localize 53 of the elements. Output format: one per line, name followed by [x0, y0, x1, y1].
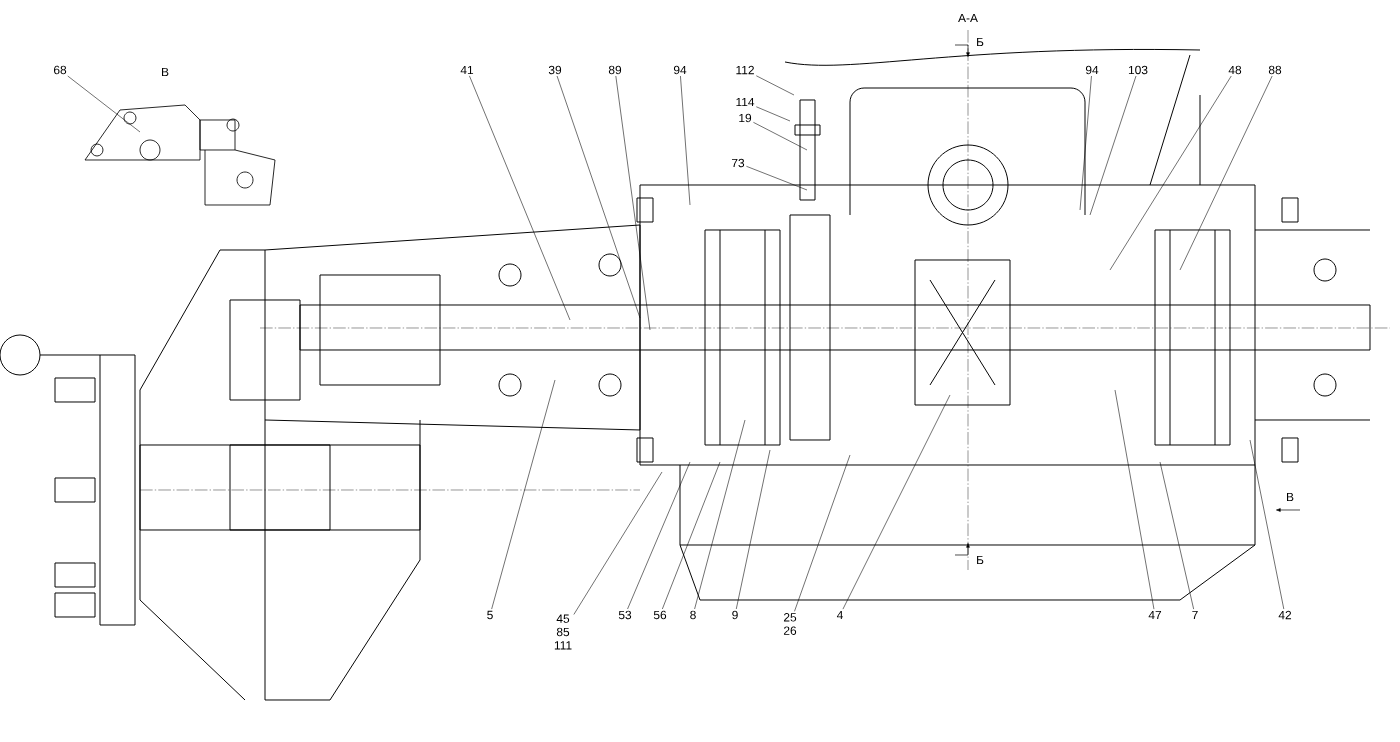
leader-line	[1114, 389, 1155, 610]
leader-line	[1179, 75, 1273, 271]
callout-number: 5	[487, 610, 493, 620]
callout-number: 53	[618, 610, 632, 620]
callout-number: 45 85 111	[554, 614, 572, 650]
leader-line	[556, 75, 641, 319]
leader-line	[842, 394, 951, 610]
callout-number: 56	[653, 610, 667, 620]
callout-number: 41	[460, 65, 474, 75]
view-label: В	[1287, 492, 1294, 502]
callout-number: 88	[1268, 65, 1282, 75]
callout-number: 89	[608, 65, 622, 75]
callout-number: 114	[736, 97, 755, 107]
leader-line	[573, 471, 663, 615]
callout-number: 8	[690, 610, 696, 620]
callout-number: 47	[1148, 610, 1162, 620]
callout-number: 48	[1228, 65, 1242, 75]
leader-line	[736, 449, 771, 610]
view-label: В	[162, 67, 169, 77]
leader-line	[1079, 75, 1092, 211]
callout-number: 7	[1192, 610, 1198, 620]
leader-line	[469, 75, 571, 321]
callout-number: 9	[732, 610, 738, 620]
callout-number: 4	[836, 610, 843, 620]
view-label: Б	[977, 37, 984, 47]
leader-line	[746, 166, 808, 191]
callout-number: 94	[673, 65, 687, 75]
leader-line	[1109, 75, 1232, 271]
callout-number: 39	[548, 65, 562, 75]
callout-number: 19	[739, 113, 752, 123]
callout-number: 25 26	[783, 613, 797, 635]
leader-line	[753, 122, 808, 151]
leader-line	[794, 454, 851, 612]
leader-line	[615, 75, 651, 331]
leader-line	[1159, 461, 1194, 610]
leader-line	[756, 75, 795, 96]
leader-line	[1249, 439, 1285, 610]
view-label: Б	[977, 555, 984, 565]
leader-line	[1089, 75, 1137, 216]
leader-line	[756, 106, 791, 122]
leader-line	[680, 75, 691, 206]
callout-number: 42	[1278, 610, 1292, 620]
callout-number: 73	[732, 158, 745, 168]
view-label: А-А	[958, 13, 978, 23]
callout-number: 94	[1085, 65, 1099, 75]
callout-number: 68	[53, 65, 67, 75]
leader-line	[694, 419, 746, 610]
leader-line	[491, 379, 556, 610]
leader-line	[627, 461, 691, 610]
callout-number: 103	[1128, 65, 1148, 75]
callout-number: 112	[736, 65, 754, 75]
leader-line	[67, 75, 141, 133]
leader-line	[662, 461, 721, 610]
